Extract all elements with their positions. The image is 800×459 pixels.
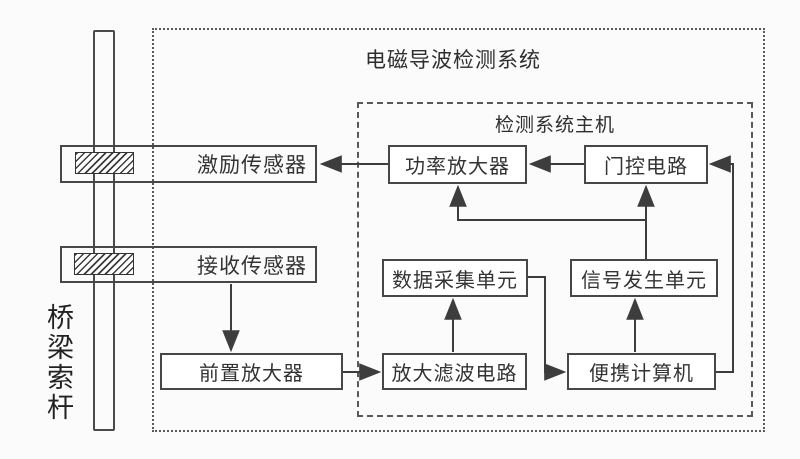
block-amplify-filter: 放大滤波电路 bbox=[382, 353, 527, 390]
receiving-coupling-hatch bbox=[74, 253, 134, 275]
block-portable-computer: 便携计算机 bbox=[567, 353, 716, 390]
block-gate-circuit: 门控电路 bbox=[584, 145, 708, 184]
inner-host-boundary bbox=[357, 102, 753, 417]
block-receiving-sensor: 接收传感器 bbox=[60, 246, 317, 283]
signal-generator-label: 信号发生单元 bbox=[581, 269, 707, 292]
portable-computer-label: 便携计算机 bbox=[589, 363, 694, 385]
system-title: 电磁导波检测系统 bbox=[365, 48, 541, 72]
block-data-acquisition: 数据采集单元 bbox=[382, 259, 528, 297]
receiving-sensor-label: 接收传感器 bbox=[197, 253, 307, 278]
outer-system-boundary bbox=[152, 28, 765, 432]
excitation-coupling-hatch bbox=[75, 152, 134, 174]
excitation-sensor-label: 激励传感器 bbox=[197, 153, 307, 177]
bridge-cable-label: 桥梁索杆 bbox=[43, 303, 73, 423]
power-amplifier-label: 功率放大器 bbox=[405, 156, 510, 178]
block-signal-generator: 信号发生单元 bbox=[570, 259, 718, 297]
amplify-filter-label: 放大滤波电路 bbox=[391, 363, 518, 385]
data-acquisition-label: 数据采集单元 bbox=[392, 269, 518, 292]
host-title: 检测系统主机 bbox=[494, 115, 615, 136]
block-excitation-sensor: 激励传感器 bbox=[60, 145, 317, 183]
bridge-cable-rod bbox=[93, 30, 115, 431]
block-power-amplifier: 功率放大器 bbox=[388, 145, 527, 184]
gate-circuit-label: 门控电路 bbox=[604, 156, 688, 178]
preamplifier-label: 前置放大器 bbox=[199, 363, 304, 385]
block-preamplifier: 前置放大器 bbox=[160, 353, 343, 390]
